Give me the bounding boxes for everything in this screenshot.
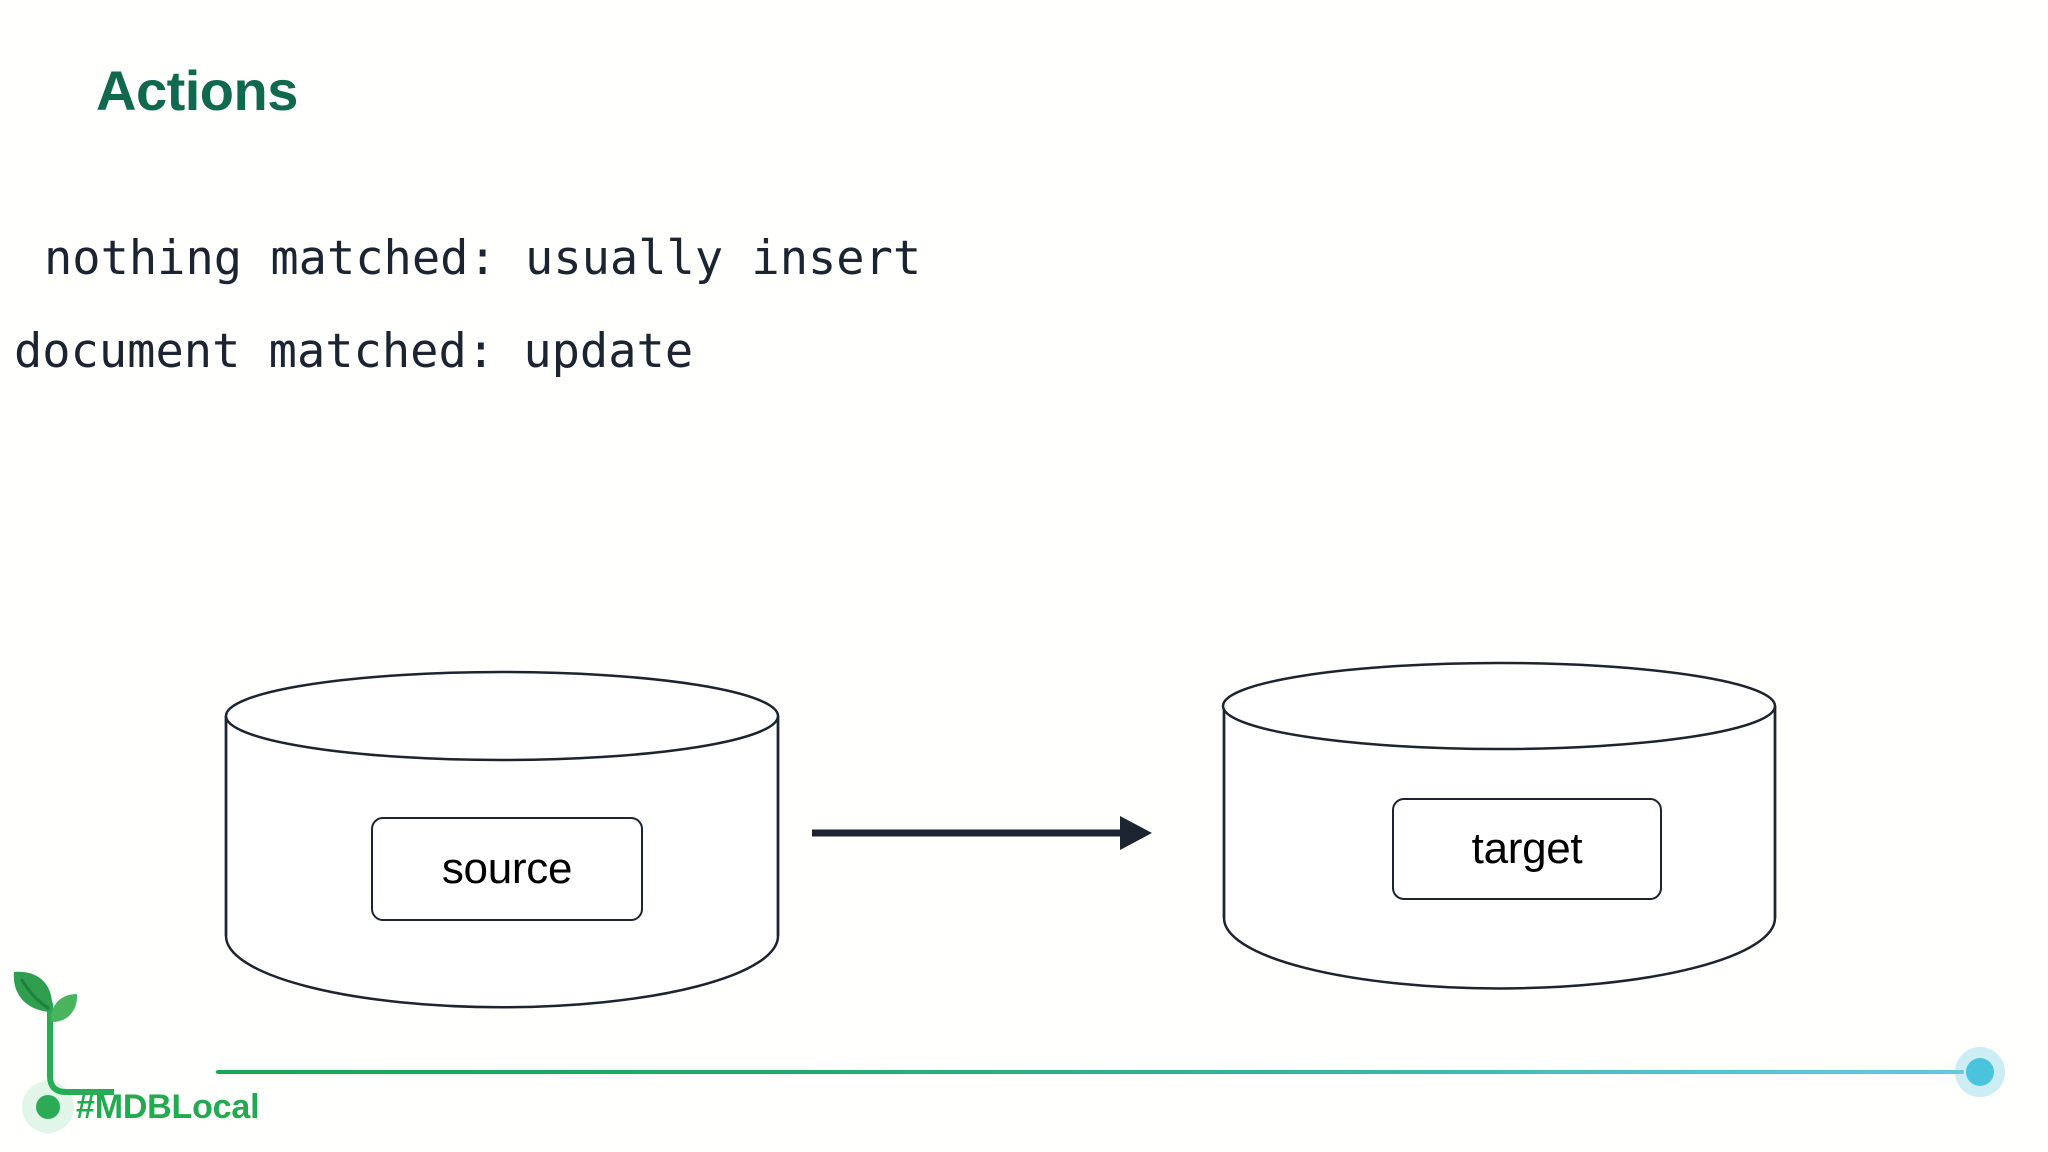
source-label-text: source [441, 844, 573, 893]
body-line-document-matched: document matched: update [14, 324, 694, 379]
footer-hashtag: #MDBLocal [76, 1088, 260, 1126]
target-cylinder-top [1221, 661, 1777, 751]
footer-gradient-line [216, 1070, 1964, 1074]
sprout-icon [13, 971, 114, 1095]
footer-right-dot [1966, 1058, 1994, 1086]
source-cylinder-top [224, 670, 780, 762]
target-label-box: target [1392, 798, 1662, 900]
page-title: Actions [96, 59, 298, 122]
footer-left-dot [36, 1095, 60, 1119]
flow-arrow [812, 816, 1152, 850]
flow-arrow-head [1120, 816, 1152, 850]
body-line-nothing-matched: nothing matched: usually insert [44, 231, 922, 286]
source-label-box: source [371, 817, 643, 921]
target-label-text: target [1471, 824, 1583, 873]
